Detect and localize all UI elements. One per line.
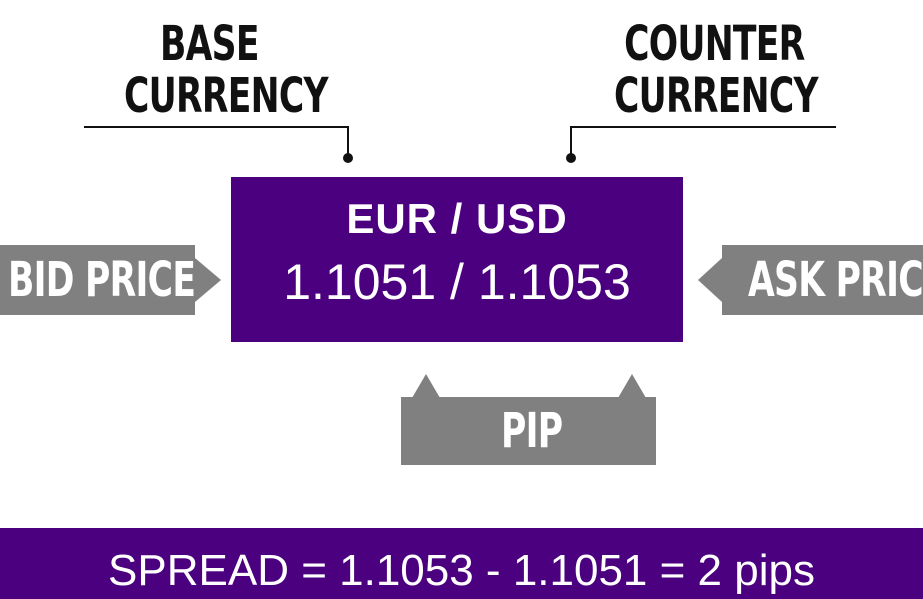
pip-box: PIP	[401, 397, 656, 465]
pip-label: PIP	[501, 403, 563, 459]
counter-connector-line	[570, 126, 836, 158]
ask-arrow-icon	[698, 258, 722, 302]
bid-price-label: BID PRICE	[8, 252, 196, 308]
base-connector-line	[84, 126, 349, 158]
pip-right-arrow-icon	[618, 374, 646, 398]
base-currency-label: BASE CURRENCY	[124, 16, 329, 124]
base-connector-dot	[343, 153, 353, 163]
counter-currency-line2: CURRENCY	[614, 68, 819, 124]
ask-price-label: ASK PRICE	[748, 252, 923, 308]
spread-text: SPREAD = 1.1053 - 1.1051 = 2 pips	[108, 546, 815, 595]
base-currency-line2: CURRENCY	[124, 68, 329, 124]
counter-connector-dot	[566, 153, 576, 163]
counter-currency-label: COUNTER CURRENCY	[614, 16, 819, 124]
spread-bar: SPREAD = 1.1053 - 1.1051 = 2 pips	[0, 528, 923, 599]
currency-pair-text: EUR / USD	[346, 195, 568, 242]
ask-price-box: ASK PRICE	[722, 245, 923, 315]
quote-text: 1.1051 / 1.1053	[283, 254, 631, 310]
base-currency-line1: BASE	[160, 16, 259, 72]
pip-left-arrow-icon	[412, 374, 440, 398]
bid-arrow-icon	[195, 258, 221, 302]
bid-price-box: BID PRICE	[0, 245, 196, 315]
counter-currency-line1: COUNTER	[624, 16, 805, 72]
currency-pair-box: EUR / USD 1.1051 / 1.1053	[231, 177, 683, 342]
